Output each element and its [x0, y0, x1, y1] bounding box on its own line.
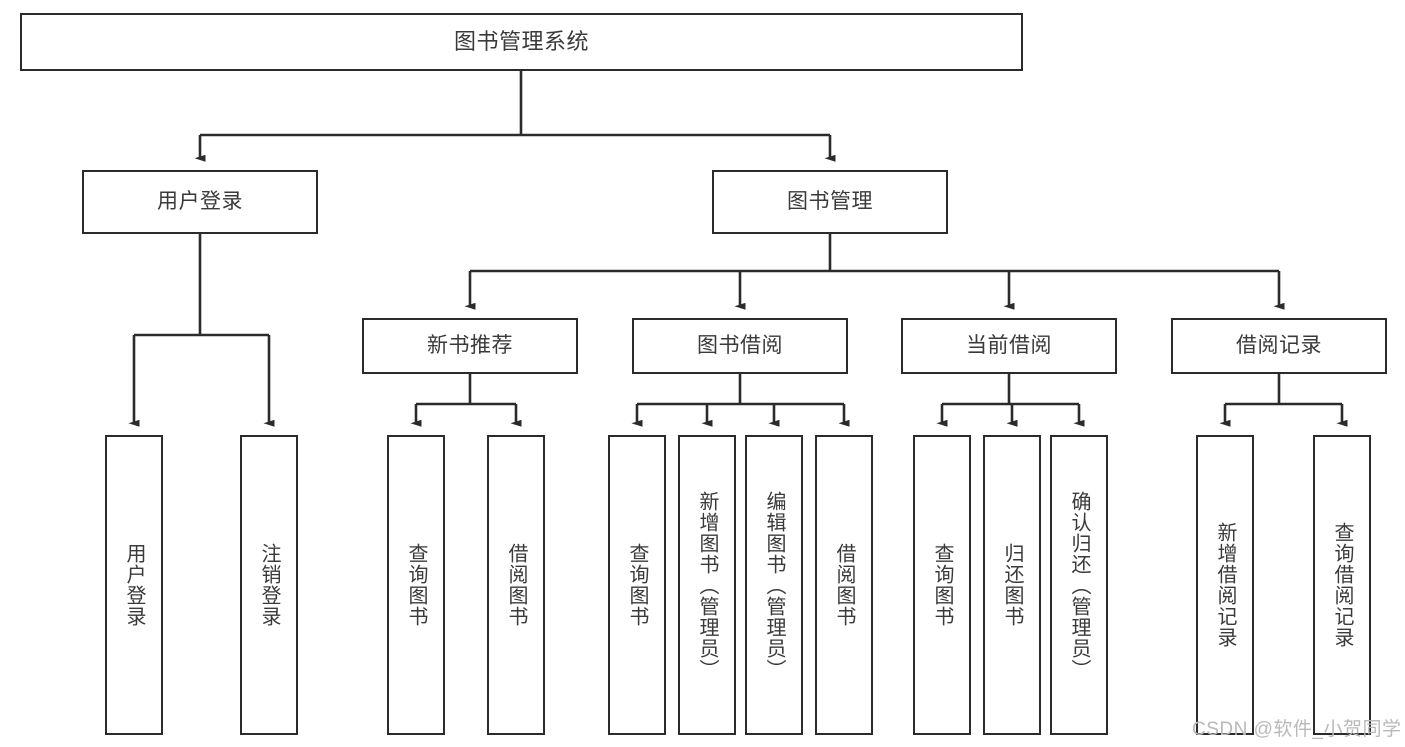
leaf-query-borrow-record-label: 查询借阅记录 — [1331, 522, 1353, 648]
connector-group-new-books — [410, 374, 522, 427]
leaf-add-book-admin[interactable]: 新增图书（管理员） — [678, 435, 736, 735]
connector-group-borrow — [631, 374, 850, 427]
leaf-query-books-new-label: 查询图书 — [405, 543, 427, 627]
node-book-management[interactable]: 图书管理 — [712, 170, 948, 234]
leaf-return-books[interactable]: 归还图书 — [983, 435, 1041, 735]
leaf-borrow-books-borrow[interactable]: 借阅图书 — [815, 435, 873, 735]
leaf-confirm-return-admin[interactable]: 确认归还（管理员） — [1050, 435, 1108, 735]
leaf-user-logout-label: 注销登录 — [258, 543, 280, 627]
leaf-query-books-borrow[interactable]: 查询图书 — [608, 435, 666, 735]
leaf-user-logout[interactable]: 注销登录 — [240, 435, 298, 735]
leaf-return-books-label: 归还图书 — [1001, 543, 1023, 627]
leaf-add-borrow-record-label: 新增借阅记录 — [1214, 522, 1236, 648]
connector-group-current-borrow — [936, 374, 1085, 427]
leaf-query-borrow-record[interactable]: 查询借阅记录 — [1313, 435, 1371, 735]
node-borrow-records[interactable]: 借阅记录 — [1171, 318, 1387, 374]
leaf-borrow-books-new-label: 借阅图书 — [505, 543, 527, 627]
leaf-add-book-admin-label: 新增图书（管理员） — [696, 490, 718, 680]
leaf-confirm-return-admin-label: 确认归还（管理员） — [1068, 490, 1090, 680]
node-borrow-records-label: 借阅记录 — [1236, 333, 1322, 357]
leaf-edit-book-admin-label: 编辑图书（管理员） — [763, 490, 785, 680]
connector-group-records — [1219, 374, 1348, 427]
node-new-book-recommend[interactable]: 新书推荐 — [362, 318, 578, 374]
connector-group-root — [194, 71, 836, 162]
leaf-query-books-current-label: 查询图书 — [931, 543, 953, 627]
leaf-edit-book-admin[interactable]: 编辑图书（管理员） — [745, 435, 803, 735]
connector-group-book-mgmt — [464, 234, 1285, 310]
leaf-user-login[interactable]: 用户登录 — [105, 435, 163, 735]
leaf-query-books-new[interactable]: 查询图书 — [387, 435, 445, 735]
node-book-management-label: 图书管理 — [787, 189, 873, 213]
leaf-user-login-label: 用户登录 — [123, 543, 145, 627]
node-current-borrow-label: 当前借阅 — [966, 333, 1052, 357]
leaf-query-books-current[interactable]: 查询图书 — [913, 435, 971, 735]
node-user-login[interactable]: 用户登录 — [82, 170, 318, 234]
node-book-borrow-label: 图书借阅 — [697, 333, 783, 357]
leaf-query-books-borrow-label: 查询图书 — [626, 543, 648, 627]
node-root-label: 图书管理系统 — [453, 29, 589, 55]
node-new-book-recommend-label: 新书推荐 — [427, 333, 513, 357]
node-user-login-label: 用户登录 — [157, 189, 243, 213]
node-book-borrow[interactable]: 图书借阅 — [632, 318, 848, 374]
node-root[interactable]: 图书管理系统 — [20, 13, 1023, 71]
leaf-borrow-books-new[interactable]: 借阅图书 — [487, 435, 545, 735]
connector-group-user-login — [128, 234, 275, 427]
node-current-borrow[interactable]: 当前借阅 — [901, 318, 1117, 374]
leaf-add-borrow-record[interactable]: 新增借阅记录 — [1196, 435, 1254, 735]
leaf-borrow-books-borrow-label: 借阅图书 — [833, 543, 855, 627]
